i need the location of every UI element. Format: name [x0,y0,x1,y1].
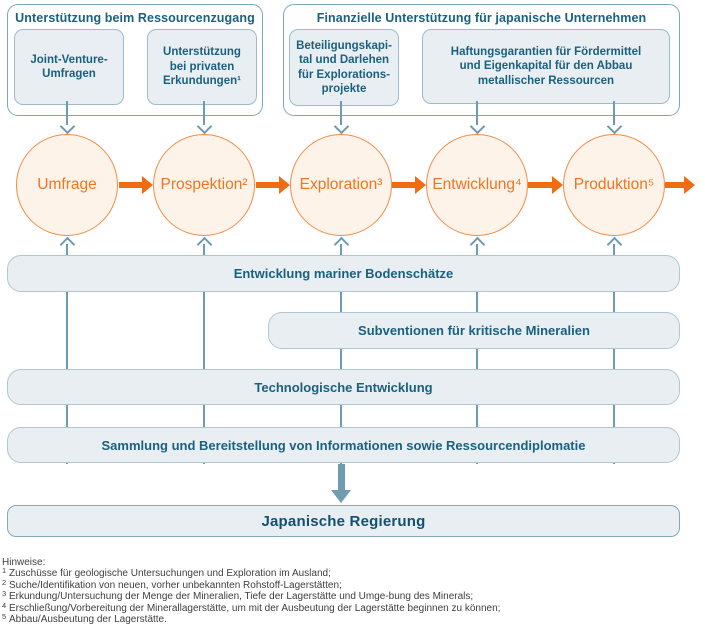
note-marker: 3 [2,589,7,599]
support-bar-critical-minerals: Subventionen für kritische Mineralien [268,312,680,349]
connector-line [66,101,68,125]
stage-circle-umfrage: Umfrage [16,134,118,236]
note-marker: 5 [2,612,7,622]
government-arrow [338,464,345,491]
connector-line [613,101,615,125]
stage-flow-arrow [119,176,153,194]
support-bar-label: Technologische Entwicklung [254,379,433,395]
government-label: Japanische Regierung [261,512,426,530]
support-group-resource-access: Unterstützung beim Ressourcenzugang Join… [7,4,263,116]
note-marker: 1 [2,566,7,576]
arrow-right-icon [142,176,153,194]
note-marker: 2 [2,577,7,587]
note-marker: 4 [2,600,7,610]
connector-line [476,101,478,125]
connector-line [340,244,342,464]
stage-flow-arrow [256,176,290,194]
connector-line [340,101,342,125]
connector-line [613,244,615,464]
arrow-right-icon [415,176,426,194]
connector-line [66,244,68,464]
support-bar-information-diplomacy: Sammlung und Bereitstellung von Informat… [7,427,680,463]
group-title: Finanzielle Unterstützung für japanische… [316,11,647,25]
support-bar-label: Subventionen für kritische Mineralien [358,323,590,338]
connector-line [476,244,478,464]
arrow-down-icon [59,118,76,135]
stage-circle-exploration: Exploration³ [290,134,392,236]
arrow-right-icon [552,176,563,194]
measure-box-joint-venture: Joint-Venture- Umfragen [14,29,124,105]
connector-line [203,244,205,464]
arrow-right-icon [684,176,695,194]
arrow-down-icon [196,118,213,135]
connector-line [203,101,205,125]
arrow-down-icon [469,118,486,135]
measure-box-equity-loans: Beteiligungskapi- tal und Darlehen für E… [289,29,399,106]
arrow-right-icon [279,176,290,194]
stage-circle-produktion: Produktion⁵ [563,134,665,236]
arrow-down-icon [333,118,350,135]
support-bar-label: Entwicklung mariner Bodenschätze [233,266,454,281]
stage-flow-arrow [392,176,426,194]
notes-heading: Hinweise: [2,557,46,568]
note-text: Erkundung/Untersuchung der Menge der Min… [9,591,474,603]
group-title: Unterstützung beim Ressourcenzugang [15,11,255,25]
support-bar-marine-resources: Entwicklung mariner Bodenschätze [7,255,680,292]
support-bar-label: Sammlung und Bereitstellung von Informat… [101,437,586,453]
support-group-financial: Finanzielle Unterstützung für japanische… [283,4,680,116]
stage-circle-entwicklung: Entwicklung⁴ [426,134,528,236]
stage-flow-arrow-final [665,176,695,194]
note-text: Suche/Identifikation von neuen, vorher u… [9,579,342,591]
stage-flow-arrow [528,176,563,194]
government-box: Japanische Regierung [7,505,680,537]
note-text: Abbau/Ausbeutung der Lagerstätte. [9,614,167,626]
measure-box-private-exploration: Unterstützung bei privaten Erkundungen¹ [147,29,257,105]
note-text: Erschließung/Vorbereitung der Minerallag… [9,602,501,614]
support-bar-technology: Technologische Entwicklung [7,369,680,405]
arrow-down-icon [331,490,351,503]
arrow-down-icon [606,118,623,135]
stage-circle-prospektion: Prospektion² [153,134,255,236]
note-text: Zuschüsse für geologische Untersuchungen… [9,568,331,580]
measure-box-liability-guarantees: Haftungsgarantien für Fördermittel und E… [422,29,670,104]
